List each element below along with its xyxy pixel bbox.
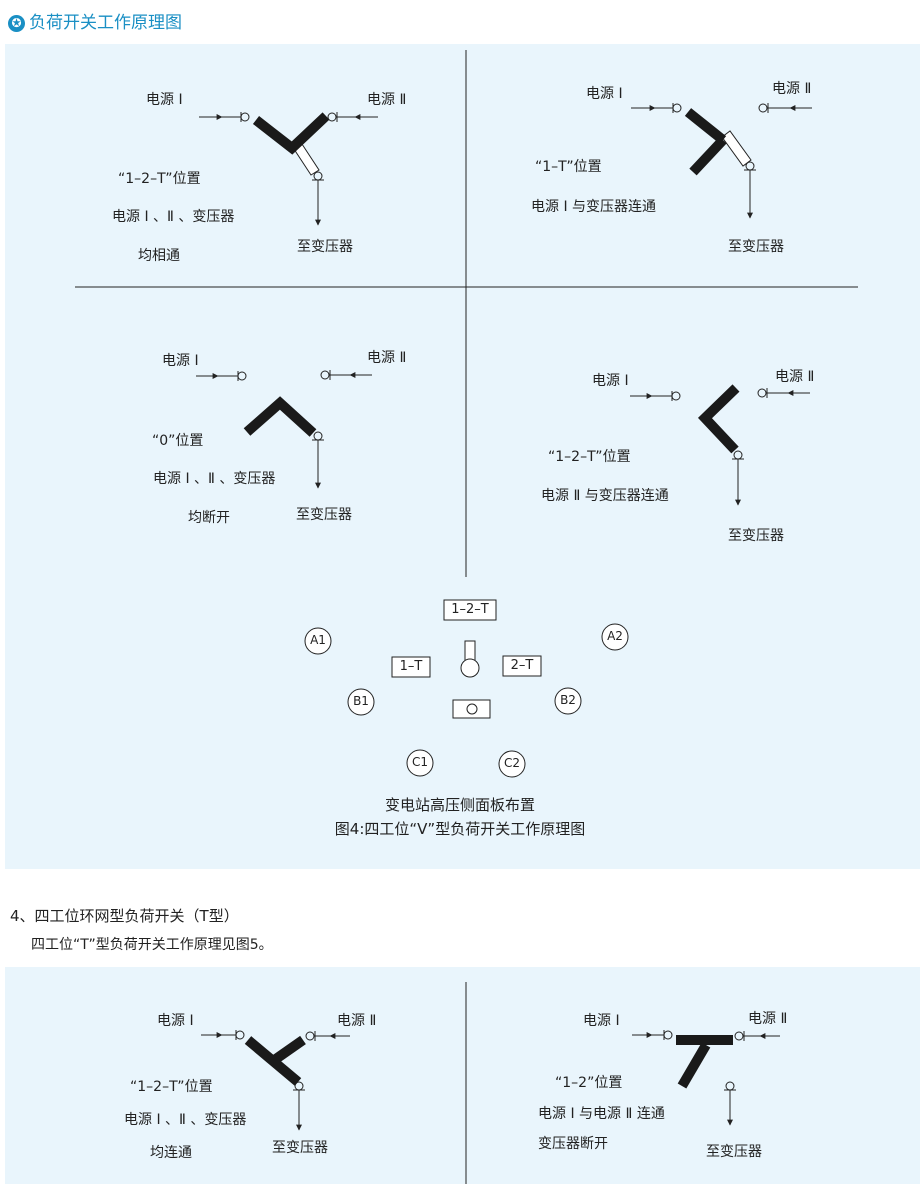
q3-desc2: 均断开 (188, 510, 230, 526)
q3-source1-label: 电源 Ⅰ (162, 353, 199, 369)
q1-source1-label: 电源 Ⅰ (146, 92, 183, 108)
section4-paragraph: 四工位“T”型负荷开关工作原理见图5。 (31, 937, 273, 953)
fig5-q2-desc1: 电源 Ⅰ 与电源 Ⅱ 连通 (538, 1106, 665, 1122)
figure4-caption-line1: 变电站高压侧面板布置 (384, 796, 535, 814)
q2-source1-label: 电源 Ⅰ (586, 86, 623, 102)
fig5-q2-blade-b (677, 1042, 711, 1089)
panel-box-top: 1–2–T (451, 602, 489, 617)
section-title-text: 负荷开关工作原理图 (29, 13, 182, 33)
q2-to-transformer: 至变压器 (728, 239, 784, 255)
panel-a2: A2 (607, 629, 623, 643)
fig5-q1-source2-label: 电源 Ⅱ (337, 1013, 377, 1029)
panel-c1: C1 (411, 755, 428, 769)
q3-position-label: “0”位置 (152, 433, 204, 449)
fig5-q1-source1-label: 电源 Ⅰ (157, 1013, 194, 1029)
figure5-panel (5, 967, 920, 1184)
figure4-caption-line2: 图4:四工位“V”型负荷开关工作原理图 (334, 820, 586, 838)
fig5-q2-to-transformer: 至变压器 (706, 1144, 762, 1160)
q1-blade (252, 112, 330, 155)
section4-heading: 4、四工位环网型负荷开关（T型） (10, 907, 239, 925)
fig5-q2-source1-label: 电源 Ⅰ (583, 1013, 620, 1029)
panel-b1: B1 (353, 694, 369, 708)
panel-layout (304, 599, 629, 778)
fig5-q1-blade-b (270, 1035, 306, 1066)
q4-position-label: “1–2–T”位置 (548, 449, 631, 465)
section-title: ✪负荷开关工作原理图 (8, 8, 182, 33)
q2-blade-a (684, 108, 727, 144)
panel-c2: C2 (503, 756, 520, 770)
fig5-q1-to-transformer: 至变压器 (272, 1140, 328, 1156)
fig5-q1-desc2: 均连通 (150, 1145, 192, 1161)
q2-blade-b (689, 136, 727, 176)
q2-switch (631, 103, 812, 219)
q2-source2-label: 电源 Ⅱ (772, 81, 812, 97)
q4-switch (630, 388, 810, 506)
q2-desc1: 电源 Ⅰ 与变压器连通 (531, 199, 657, 215)
fig5-q2-position-label: “1–2”位置 (555, 1075, 623, 1091)
panel-a1: A1 (310, 633, 326, 647)
fig5-q1-desc1: 电源 Ⅰ 、Ⅱ 、变压器 (124, 1112, 247, 1128)
q1-position-label: “1–2–T”位置 (118, 171, 201, 187)
panel-box-left: 1–T (399, 659, 423, 674)
fig5-q2-desc2: 变压器断开 (538, 1136, 608, 1152)
fig5-q1-position-label: “1–2–T”位置 (130, 1079, 213, 1095)
q4-source2-label: 电源 Ⅱ (775, 369, 815, 385)
q3-switch (196, 370, 372, 489)
q3-desc1: 电源 Ⅰ 、Ⅱ 、变压器 (153, 471, 276, 487)
q1-desc2: 均相通 (138, 248, 180, 264)
q1-source2-label: 电源 Ⅱ (367, 92, 407, 108)
q4-to-transformer: 至变压器 (728, 528, 784, 544)
q4-blade (697, 384, 740, 454)
q4-desc1: 电源 Ⅱ 与变压器连通 (541, 488, 669, 504)
q1-switch (199, 112, 378, 226)
q3-source2-label: 电源 Ⅱ (367, 350, 407, 366)
panel-box-right: 2–T (510, 658, 534, 673)
q1-desc1: 电源 Ⅰ 、Ⅱ 、变压器 (112, 209, 235, 225)
q1-to-transformer: 至变压器 (297, 239, 353, 255)
star-circle-icon: ✪ (8, 15, 25, 32)
figure4-panel (5, 44, 920, 869)
q3-to-transformer: 至变压器 (296, 507, 352, 523)
panel-b2: B2 (560, 693, 576, 707)
q2-position-label: “1–T”位置 (535, 159, 602, 175)
fig5-q2-switch (632, 1030, 780, 1126)
fig5-q1-switch (201, 1030, 350, 1131)
q4-source1-label: 电源 Ⅰ (592, 373, 629, 389)
q3-blade (243, 396, 317, 437)
fig5-q2-source2-label: 电源 Ⅱ (748, 1011, 788, 1027)
